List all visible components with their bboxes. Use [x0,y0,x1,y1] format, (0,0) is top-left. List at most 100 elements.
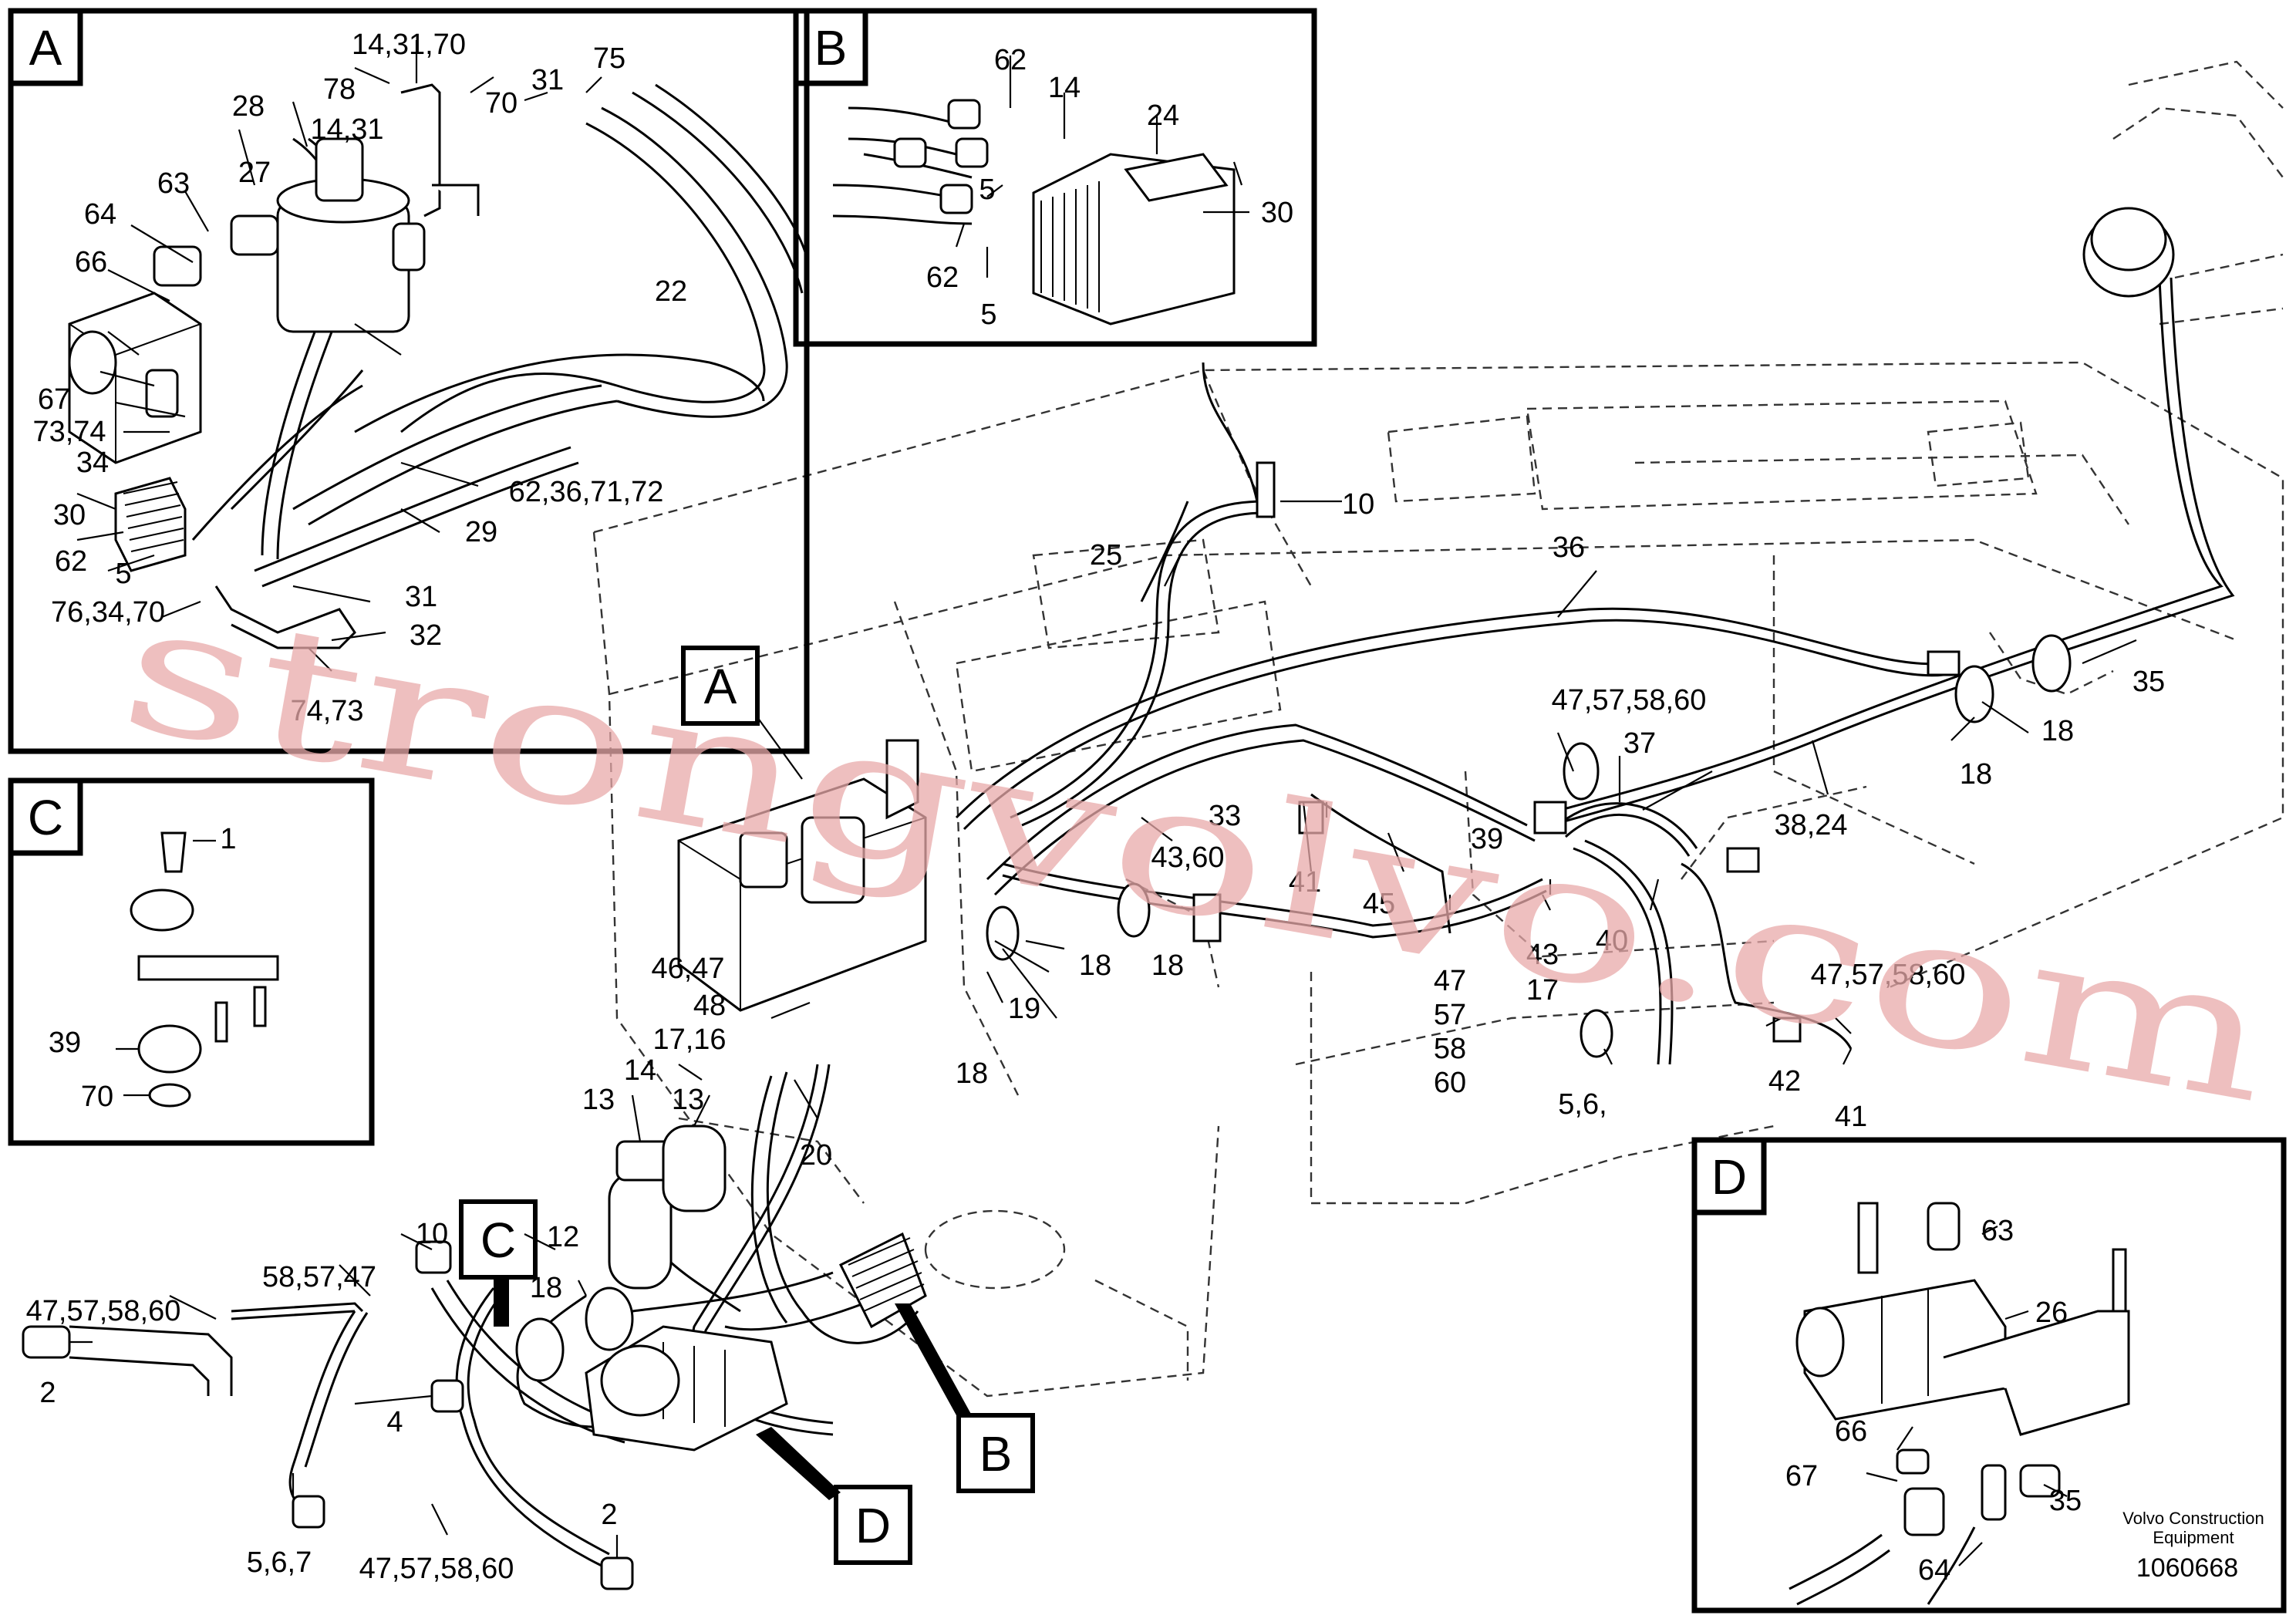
callout-label: 47,57,58,60 [359,1553,514,1585]
callout-label: 18 [2041,715,2074,747]
callout-label: 78 [323,73,356,106]
callout-label: 57 [1434,999,1466,1031]
callout-label: 18 [530,1272,562,1304]
detail-b: B [793,8,1317,347]
callout-label: 26 [2035,1297,2068,1329]
callout-label: 62 [994,44,1027,76]
callout-label: 67 [38,383,70,416]
callout-label: 62 [926,261,959,294]
callout-label: 20 [800,1139,832,1172]
callout-label: 67 [1785,1460,1818,1492]
callout-label: 5,6, [1558,1088,1607,1121]
callout-label: 34 [76,447,109,479]
pointer-letters: A B C D [480,659,1012,1553]
callout-label: 33 [1209,800,1241,832]
callout-label: 75 [593,42,625,75]
callout-label: 29 [465,516,497,548]
callout-label: 62 [55,545,87,578]
publisher-credit: Volvo Construction [2122,1509,2264,1528]
callout-label: 41 [1289,866,1321,899]
callout-label: 31 [405,581,437,613]
callout-label: 28 [232,90,265,123]
callout-label: 64 [84,198,116,231]
detail-d: D [1691,1137,2287,1614]
callout-label: 18 [956,1057,988,1090]
callout-label: 64 [1918,1554,1950,1587]
callout-label: 19 [1008,993,1040,1025]
callout-label: 48 [693,990,726,1022]
callout-label: 47,57,58,60 [26,1295,181,1327]
callout-label: 36 [1553,531,1585,564]
callout-label: 25 [1090,539,1122,572]
callout-label: 18 [1079,949,1111,982]
machine-frame-outline [592,60,2284,1398]
detail-c: C [8,777,375,1146]
detail-c-letter: C [28,790,63,845]
pointer-label: C [480,1212,516,1268]
callout-label: 35 [2049,1485,2082,1517]
callout-label: 74,73 [290,695,363,727]
pointer-label: B [979,1426,1013,1482]
callout-label: 13 [672,1084,704,1116]
callout-label: 39 [1471,823,1503,855]
callout-label: 5 [980,298,996,331]
callout-label: 70 [485,87,518,120]
callout-label: 39 [49,1027,81,1059]
callouts-b: 62 14 24 5 30 62 5 [926,44,1293,331]
callout-label: 38,24 [1774,809,1847,841]
publisher-credit: Equipment [2153,1528,2234,1547]
callout-label: 2 [601,1499,617,1531]
callout-label: 30 [1261,197,1293,229]
callout-label: 63 [1981,1215,2014,1247]
callout-label: 18 [1151,949,1184,982]
detail-a: A [8,8,810,754]
callout-label: 18 [1960,758,1992,791]
callout-label: 14,31,70 [352,29,466,61]
callout-label: 63 [157,167,190,200]
callout-label: 1 [220,823,236,855]
callout-label: 43 [1526,939,1559,971]
callout-label: 42 [1768,1065,1801,1098]
callout-label: 47,57,58,60 [1811,959,1966,991]
callout-label: 35 [2132,666,2165,698]
callout-label: 62,36,71,72 [509,476,664,508]
callout-label: 47,57,58,60 [1552,684,1707,717]
pointer-label: A [704,659,737,714]
callout-label: 66 [1835,1415,1867,1448]
callout-label: 32 [410,619,442,652]
callout-label: 10 [416,1218,448,1250]
callout-label: 12 [547,1221,579,1253]
callout-label: 31 [531,64,564,96]
document-number: 1060668 [2136,1553,2238,1583]
detail-d-letter: D [1711,1149,1747,1205]
callout-label: 43,60 [1151,841,1224,874]
callout-label: 14 [1048,72,1081,104]
callout-label: 27 [238,157,271,189]
callout-label: 10 [1342,488,1374,521]
callout-label: 5,6,7 [247,1546,312,1579]
callout-label: 2 [39,1377,56,1409]
callout-label: 70 [81,1081,113,1113]
main-components [22,207,2175,1590]
callout-label: 76,34,70 [51,596,165,629]
callout-label: 41 [1835,1101,1867,1133]
callout-label: 66 [75,246,107,278]
callout-label: 58 [1434,1033,1466,1065]
callout-label: 58,57,47 [262,1261,376,1293]
callout-label: 37 [1623,727,1656,760]
callout-label: 60 [1434,1067,1466,1099]
callouts-c: 1 39 70 [49,823,237,1113]
callout-label: 73,74 [32,416,106,448]
callout-label: 24 [1147,99,1179,132]
callouts-main: 10 25 36 35 18 18 47,57,58,60 37 38,24 3… [26,488,2166,1585]
callout-label: 4 [386,1406,403,1438]
callout-label: 17,16 [652,1023,726,1056]
callouts-d: 63 26 66 67 35 64 [1785,1215,2082,1587]
detail-b-letter: B [814,20,848,76]
detail-a-letter: A [29,20,62,76]
pointer-label: D [855,1498,891,1553]
callouts-a: 14,31,70 78 14,31 28 27 70 31 75 63 64 6… [32,29,687,727]
watermark: strongvolvo.com [108,563,2286,1144]
callout-label: 17 [1526,974,1559,1007]
